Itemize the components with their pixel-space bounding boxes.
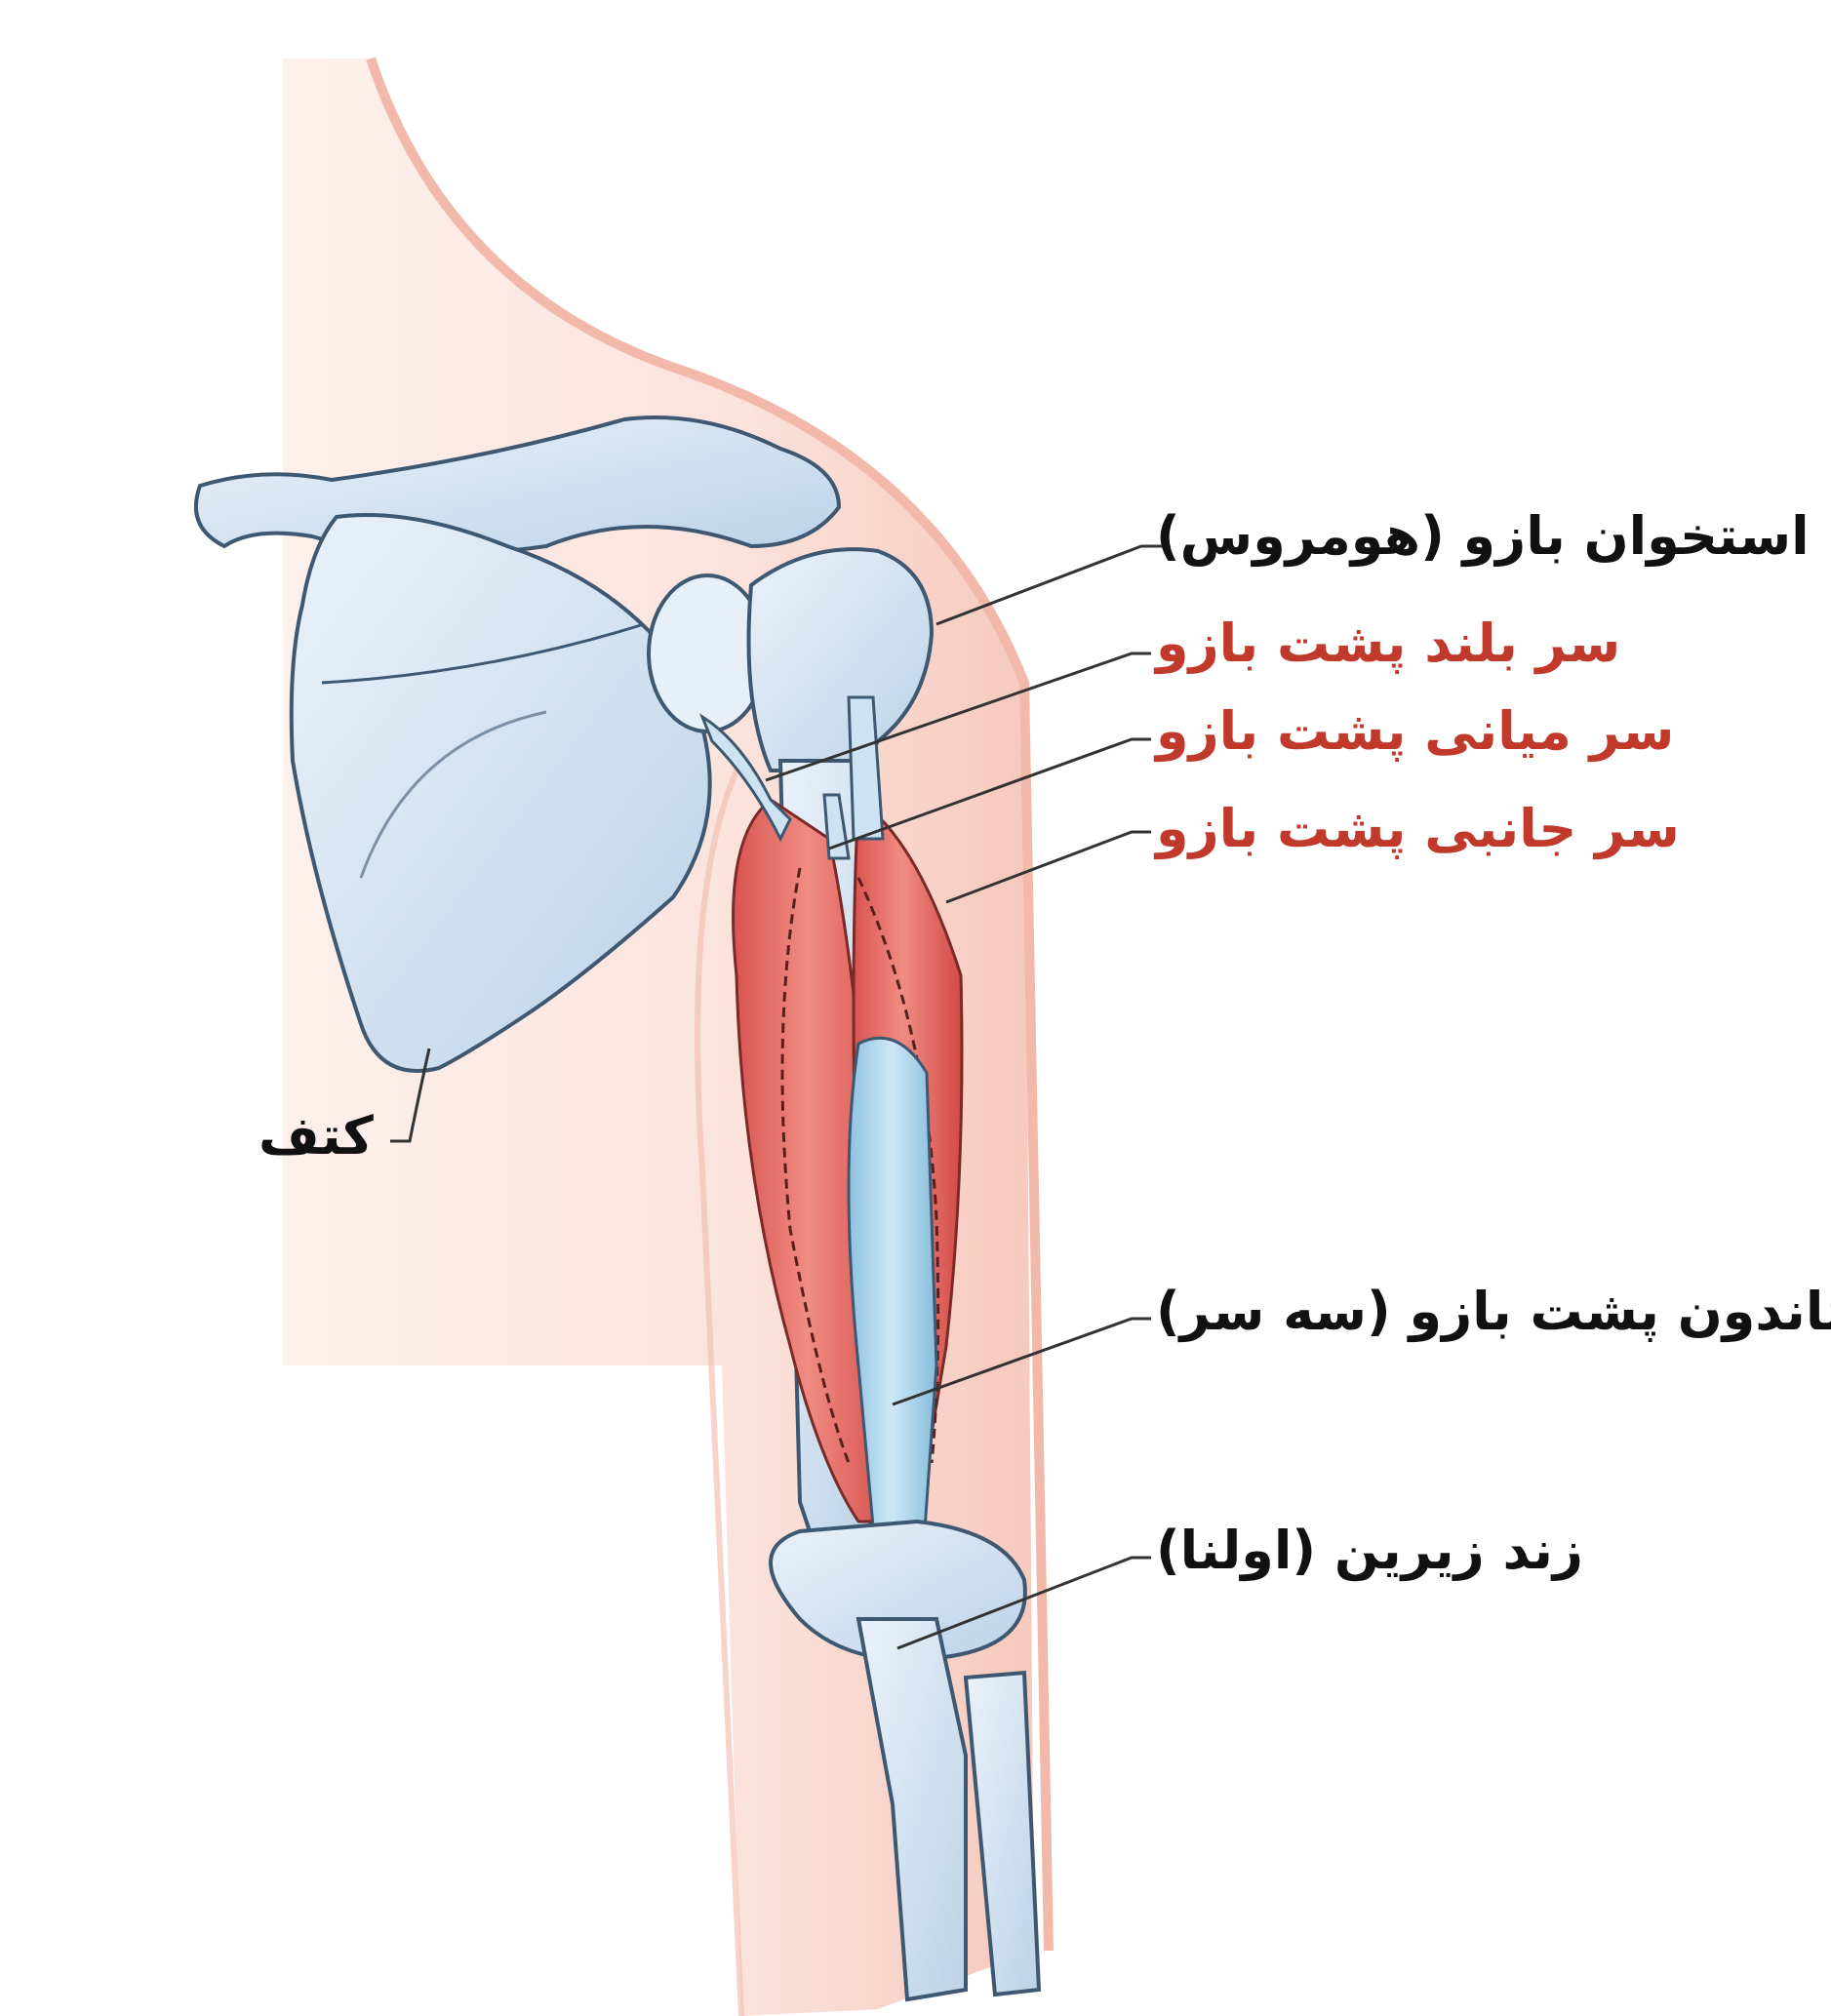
leader-ulna <box>896 1556 1151 1650</box>
leader-scapula <box>390 1048 431 1143</box>
label-triceps-tendon: تاندون پشت بازو (سه سر) <box>1156 1281 1831 1342</box>
scapula-spine <box>321 622 645 685</box>
triceps-tendon <box>847 1036 938 1582</box>
long-head-tendon <box>698 713 792 843</box>
arm-skin-inner <box>695 759 744 2016</box>
triceps-medial-divider-left <box>780 867 851 1464</box>
lateral-head-tendon <box>847 695 885 841</box>
scapula <box>289 513 712 1073</box>
label-humerus: استخوان بازو (هومروس) <box>1156 505 1810 567</box>
ulna <box>856 1617 968 2002</box>
label-scapula: کتف <box>259 1105 374 1166</box>
humerus-head <box>746 547 935 772</box>
label-long-head: سر بلند پشت بازو <box>1156 613 1621 674</box>
leader-lines <box>390 544 1166 1650</box>
label-ulna: زند زیرین (اولنا) <box>1156 1520 1584 1581</box>
leader-medial-head <box>828 737 1151 850</box>
label-medial-head: سر میانی پشت بازو <box>1156 700 1675 762</box>
radius <box>963 1670 1042 1997</box>
scapula-fossa <box>359 710 547 879</box>
label-lateral-head: سر جانبی پشت بازو <box>1156 798 1680 859</box>
leader-humerus <box>935 544 1166 626</box>
leader-tendon <box>892 1317 1151 1406</box>
leader-lateral-head <box>945 830 1151 904</box>
arm-skin-outline <box>366 57 1054 1952</box>
leader-long-head <box>765 652 1151 782</box>
